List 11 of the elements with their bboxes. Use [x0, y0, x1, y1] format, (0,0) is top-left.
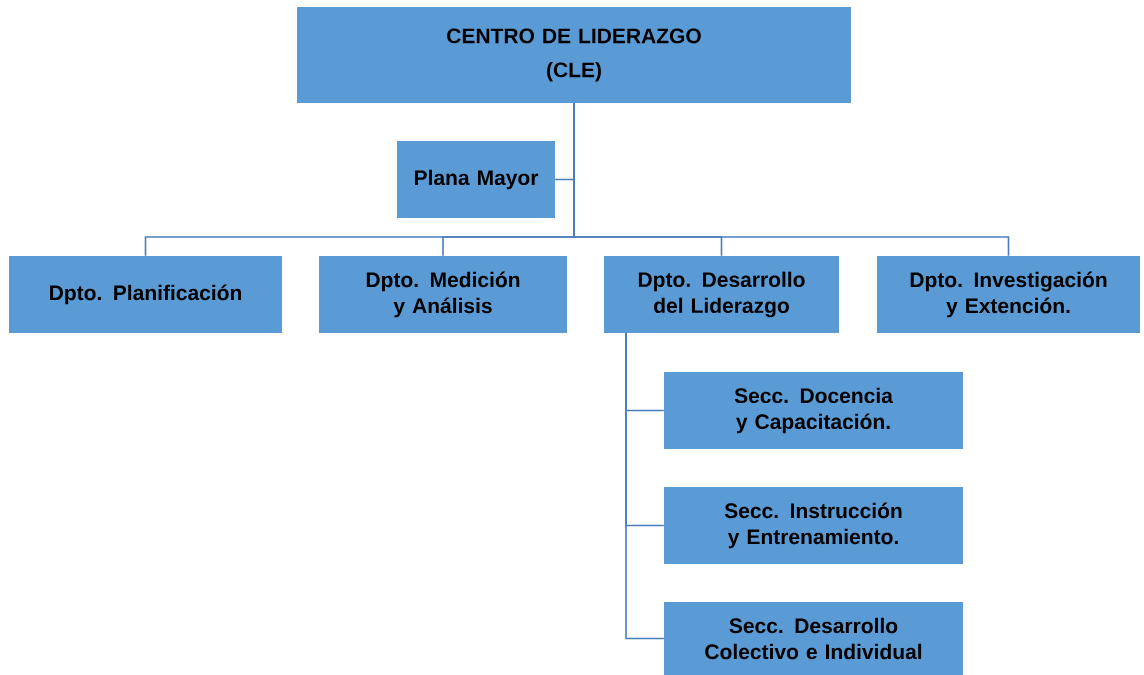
org-box: Dpto. Investigación y Extención.	[877, 256, 1140, 333]
org-box: Dpto. Planificación	[9, 256, 282, 333]
org-box: CENTRO DE LIDERAZGO (CLE)	[297, 7, 851, 103]
org-box: Plana Mayor	[397, 141, 555, 218]
org-box: Secc. Docencia y Capacitación.	[664, 372, 963, 449]
org-box: Secc. Desarrollo Colectivo e Individual	[664, 602, 963, 675]
connector-line	[573, 102, 1010, 257]
org-box: Secc. Instrucción y Entrenamiento.	[664, 487, 963, 564]
org-box: Dpto. Medición y Análisis	[319, 256, 567, 333]
connector-line	[625, 332, 665, 640]
org-box: Dpto. Desarrollo del Liderazgo	[604, 256, 839, 333]
